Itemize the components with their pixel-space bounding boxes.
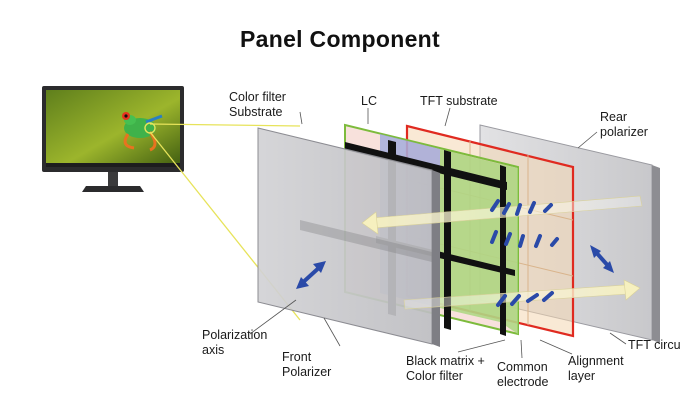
page-title: Panel Component [239, 26, 440, 52]
label-line: Black matrix + [406, 354, 485, 368]
label-line: Common [497, 360, 548, 374]
leader-lines [249, 107, 627, 359]
polarization-arrow-icon [296, 261, 326, 289]
monitor-icon [42, 86, 184, 192]
polarization-arrow-icon [590, 245, 614, 273]
label-alignment-layer: Alignment layer [568, 354, 624, 384]
label-line: Color filter [229, 90, 286, 104]
label-tft-circuit: TFT circu [628, 338, 680, 352]
label-tft-substrate: TFT substrate [420, 94, 498, 108]
label-polarization-axis: Polarization axis [202, 328, 267, 358]
label-line: Front [282, 350, 312, 364]
label-line: layer [568, 369, 596, 383]
label-line: Alignment [568, 354, 624, 368]
frog-image [46, 90, 180, 167]
label-rear-polarizer: Rear polarizer [600, 110, 648, 140]
label-line: axis [202, 343, 225, 357]
label-line: Substrate [229, 105, 283, 119]
label-common-electrode: Common electrode [497, 360, 548, 390]
label-line: Color filter [406, 369, 463, 383]
label-line: Polarizer [282, 365, 332, 379]
label-black-matrix-color-filter: Black matrix + Color filter [406, 354, 485, 384]
label-line: Polarization [202, 328, 268, 342]
label-line: Rear [600, 110, 628, 124]
label-front-polarizer: Front Polarizer [282, 350, 331, 380]
label-line: electrode [497, 375, 549, 389]
label-color-filter-substrate: Color filter Substrate [229, 90, 286, 120]
label-line: polarizer [600, 125, 648, 139]
label-lc: LC [361, 94, 377, 108]
liquid-crystal-molecules [490, 199, 559, 307]
